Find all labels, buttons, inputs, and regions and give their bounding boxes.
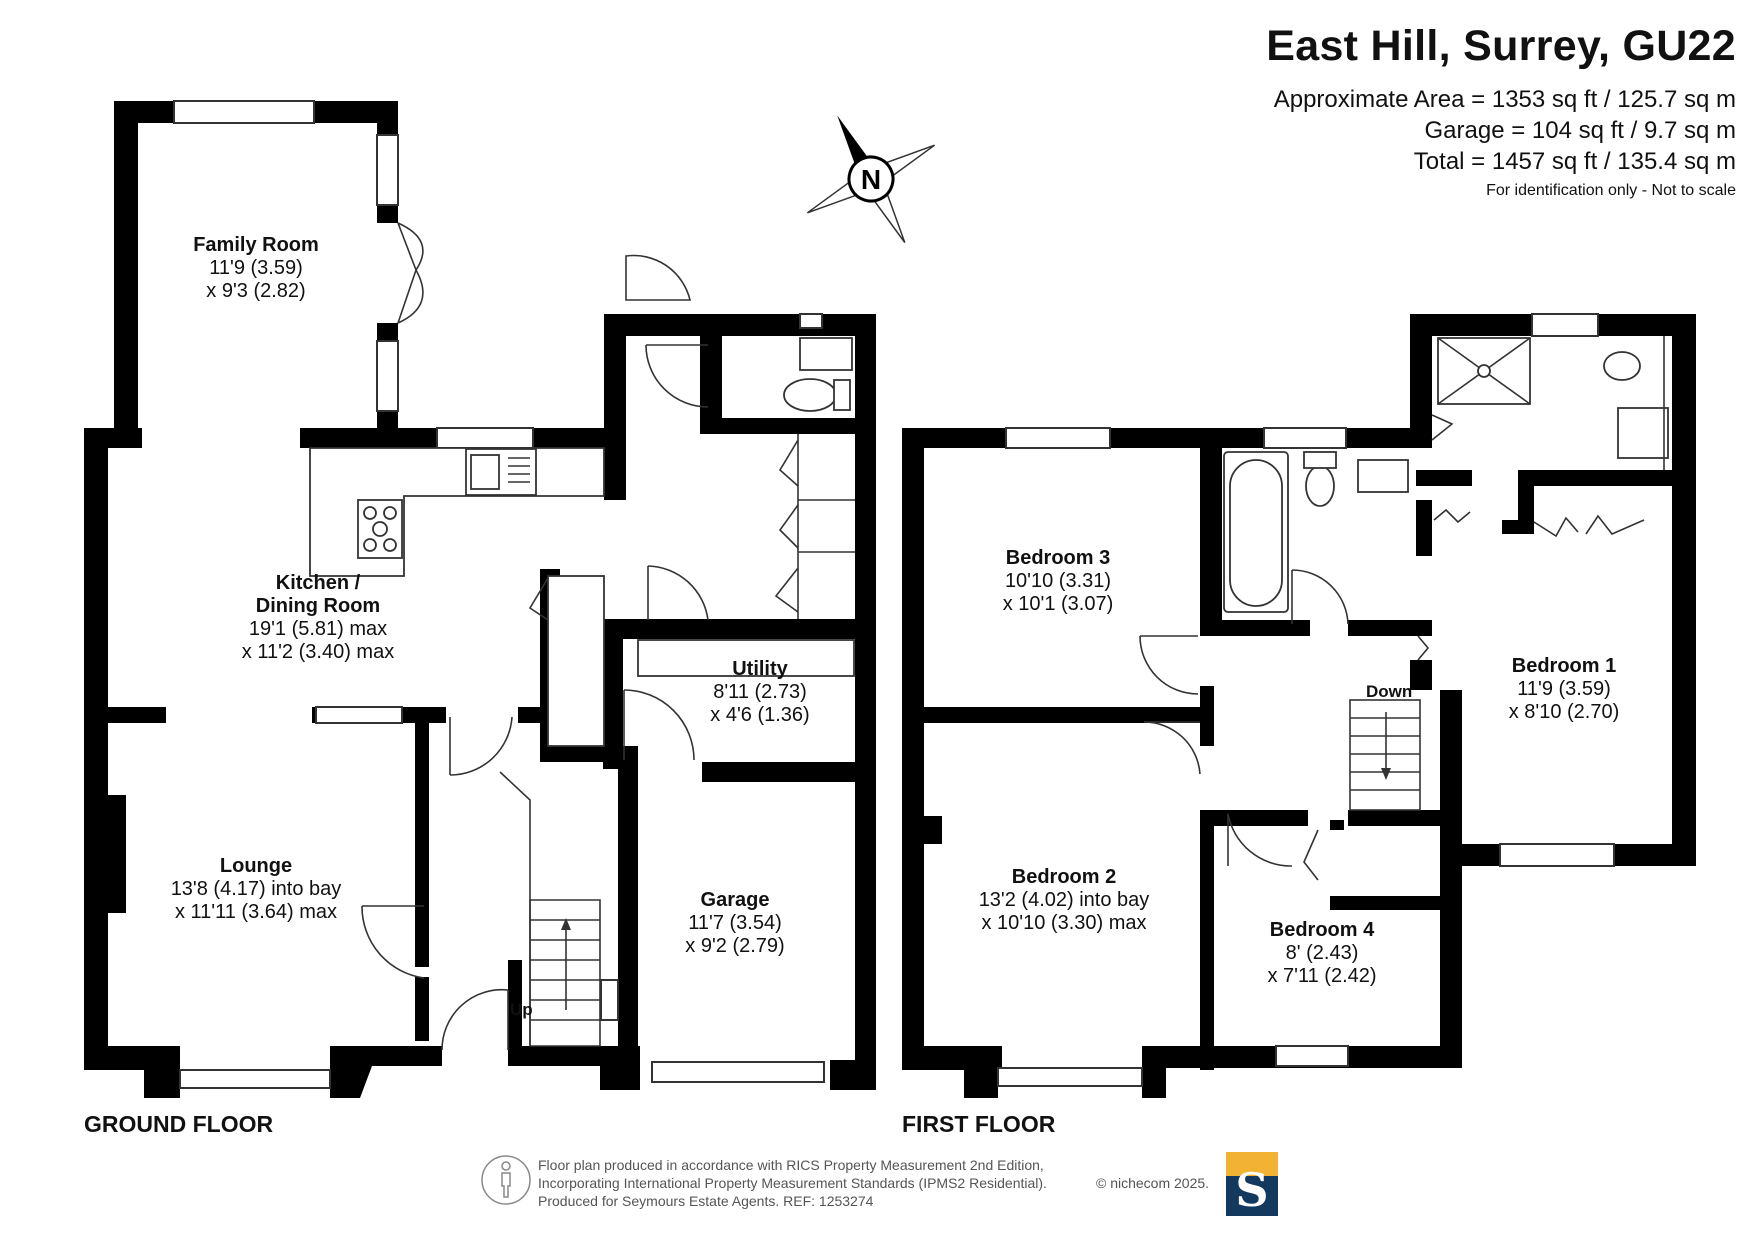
ground-floor-label: GROUND FLOOR [84, 1111, 273, 1137]
svg-text:8'11 (2.73): 8'11 (2.73) [713, 681, 807, 703]
ground-floor-windows [173, 100, 825, 1089]
total-area-text: Total = 1457 sq ft / 135.4 sq m [1413, 148, 1736, 175]
svg-text:x 9'3 (2.82): x 9'3 (2.82) [206, 280, 305, 302]
svg-text:x 9'2 (2.79): x 9'2 (2.79) [685, 935, 784, 957]
svg-text:x 8'10 (2.70): x 8'10 (2.70) [1509, 701, 1620, 723]
svg-text:10'10 (3.31): 10'10 (3.31) [1005, 570, 1111, 592]
svg-text:Utility: Utility [732, 658, 788, 680]
bedroom-1-label: Bedroom 1 11'9 (3.59) x 8'10 (2.70) [1509, 655, 1620, 723]
kitchen-dining-label: Kitchen / Dining Room 19'1 (5.81) max x … [242, 572, 394, 663]
svg-text:Dining Room: Dining Room [256, 595, 380, 617]
seymours-logo-icon: S [1226, 1152, 1278, 1217]
svg-text:x 11'11 (3.64) max: x 11'11 (3.64) max [175, 901, 337, 923]
svg-text:8' (2.43): 8' (2.43) [1286, 942, 1359, 964]
svg-text:Bedroom 1: Bedroom 1 [1512, 655, 1616, 677]
bedroom-2-label: Bedroom 2 13'2 (4.02) into bay x 10'10 (… [979, 866, 1150, 934]
ground-floor-fixtures [309, 337, 855, 1047]
svg-text:x 10'10 (3.30) max: x 10'10 (3.30) max [981, 912, 1146, 934]
approx-area-text: Approximate Area = 1353 sq ft / 125.7 sq… [1273, 86, 1736, 113]
svg-text:13'8 (4.17) into bay: 13'8 (4.17) into bay [171, 878, 342, 900]
ensuite-toilet-icon [1603, 351, 1641, 381]
svg-text:11'7 (3.54): 11'7 (3.54) [688, 912, 782, 934]
bedroom-3-label: Bedroom 3 10'10 (3.31) x 10'1 (3.07) [1003, 547, 1114, 615]
first-floor-label: FIRST FLOOR [902, 1111, 1056, 1137]
rics-person-icon [481, 1155, 531, 1205]
svg-text:Garage: Garage [701, 889, 770, 911]
svg-text:S: S [1235, 1163, 1268, 1217]
svg-text:Family Room: Family Room [193, 234, 319, 256]
wc-basin-icon [799, 337, 853, 371]
svg-text:11'9 (3.59): 11'9 (3.59) [1517, 678, 1611, 700]
svg-text:x 4'6 (1.36): x 4'6 (1.36) [710, 704, 809, 726]
bathroom-toilet-icon [1305, 465, 1335, 507]
svg-text:11'9 (3.59): 11'9 (3.59) [209, 257, 303, 279]
first-stairs-icon [1349, 699, 1421, 811]
first-floor-fixtures [1223, 336, 1669, 811]
compass-north-label: N [861, 164, 881, 195]
disclaimer-text: For identification only - Not to scale [1486, 182, 1736, 199]
ground-stairs-icon [499, 771, 601, 1047]
svg-text:19'1 (5.81) max: 19'1 (5.81) max [249, 618, 387, 640]
footer-line-2: Incorporating International Property Mea… [538, 1175, 1047, 1191]
svg-text:Bedroom 2: Bedroom 2 [1012, 866, 1116, 888]
svg-text:13'2 (4.02) into bay: 13'2 (4.02) into bay [979, 889, 1150, 911]
compass-rose-icon: N [806, 115, 936, 244]
toilet-icon [783, 378, 837, 412]
copyright-text: © nichecom 2025. [1096, 1175, 1209, 1191]
footer-line-3: Produced for Seymours Estate Agents. REF… [538, 1193, 874, 1209]
ground-floor-doors [361, 222, 855, 1051]
svg-text:Lounge: Lounge [220, 855, 292, 877]
first-floor-windows [997, 313, 1615, 1087]
svg-text:x 7'11 (2.42): x 7'11 (2.42) [1267, 965, 1376, 987]
svg-text:Bedroom 3: Bedroom 3 [1006, 547, 1110, 569]
first-floor-doors [1139, 414, 1645, 881]
garage-area-text: Garage = 104 sq ft / 9.7 sq m [1424, 117, 1736, 144]
ensuite-basin-icon [1617, 407, 1669, 459]
svg-text:x 10'1 (3.07): x 10'1 (3.07) [1003, 593, 1114, 615]
bathroom-basin-icon [1357, 459, 1409, 493]
footer-line-1: Floor plan produced in accordance with R… [538, 1157, 1044, 1173]
family-room-label: Family Room 11'9 (3.59) x 9'3 (2.82) [193, 234, 319, 302]
stairs-up-label: Up [510, 1000, 533, 1019]
property-title: East Hill, Surrey, GU22 [1266, 22, 1736, 70]
stairs-down-label: Down [1366, 682, 1412, 701]
garage-label: Garage 11'7 (3.54) x 9'2 (2.79) [685, 889, 784, 957]
lounge-label: Lounge 13'8 (4.17) into bay x 11'11 (3.6… [171, 855, 342, 923]
svg-text:x 11'2 (3.40) max: x 11'2 (3.40) max [242, 641, 394, 663]
svg-text:Bedroom 4: Bedroom 4 [1270, 919, 1375, 941]
svg-text:Kitchen /: Kitchen / [276, 572, 361, 594]
utility-label: Utility 8'11 (2.73) x 4'6 (1.36) [710, 658, 809, 726]
bedroom-4-label: Bedroom 4 8' (2.43) x 7'11 (2.42) [1267, 919, 1376, 987]
